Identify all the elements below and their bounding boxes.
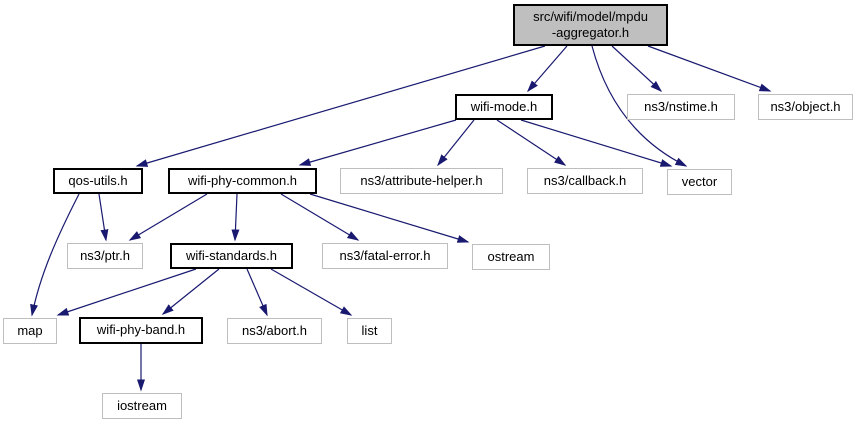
edge-mpdu-aggregator-to-nstime xyxy=(611,45,663,93)
graph-node-abort: ns3/abort.h xyxy=(227,318,322,344)
edge-wifi-mode-to-vector xyxy=(520,119,673,167)
graph-node-wifi-phy-band[interactable]: wifi-phy-band.h xyxy=(79,317,203,344)
edge-mpdu-aggregator-to-wifi-mode xyxy=(527,45,568,93)
edge-mpdu-aggregator-to-vector xyxy=(591,45,688,167)
edge-wifi-standards-to-wifi-phy-band xyxy=(161,268,220,315)
graph-node-list: list xyxy=(347,318,392,344)
graph-node-wifi-mode[interactable]: wifi-mode.h xyxy=(455,94,553,120)
graph-node-attribute-helper: ns3/attribute-helper.h xyxy=(340,168,503,194)
graph-node-object: ns3/object.h xyxy=(758,94,853,120)
edge-wifi-phy-common-to-fatal-error xyxy=(280,193,360,241)
edge-wifi-standards-to-list xyxy=(270,268,353,316)
graph-node-vector: vector xyxy=(667,169,732,195)
edge-mpdu-aggregator-to-qos-utils xyxy=(135,45,546,167)
graph-node-wifi-standards[interactable]: wifi-standards.h xyxy=(170,243,293,269)
graph-node-nstime: ns3/nstime.h xyxy=(627,94,735,120)
edge-wifi-phy-common-to-ostream xyxy=(309,193,470,243)
edge-mpdu-aggregator-to-object xyxy=(647,45,772,92)
edge-wifi-mode-to-wifi-phy-common xyxy=(298,119,457,166)
edge-wifi-phy-common-to-wifi-standards xyxy=(231,193,240,242)
graph-node-iostream: iostream xyxy=(102,393,182,419)
edge-wifi-standards-to-map xyxy=(56,268,197,316)
graph-node-ptr: ns3/ptr.h xyxy=(67,243,143,269)
graph-node-callback: ns3/callback.h xyxy=(527,168,643,194)
edge-group xyxy=(30,45,772,392)
edge-wifi-mode-to-callback xyxy=(496,119,567,166)
edge-qos-utils-to-map xyxy=(30,193,80,317)
graph-node-mpdu-aggregator: src/wifi/model/mpdu -aggregator.h xyxy=(513,4,668,46)
graph-node-qos-utils[interactable]: qos-utils.h xyxy=(53,168,143,194)
edge-wifi-phy-common-to-ptr xyxy=(128,193,208,241)
edge-qos-utils-to-ptr xyxy=(98,193,109,242)
graph-node-fatal-error: ns3/fatal-error.h xyxy=(322,243,448,269)
edge-wifi-standards-to-abort xyxy=(246,268,268,317)
graph-node-map: map xyxy=(3,318,57,344)
graph-node-ostream: ostream xyxy=(472,244,550,270)
edge-wifi-mode-to-attribute-helper xyxy=(437,119,475,167)
graph-node-wifi-phy-common[interactable]: wifi-phy-common.h xyxy=(168,168,317,194)
